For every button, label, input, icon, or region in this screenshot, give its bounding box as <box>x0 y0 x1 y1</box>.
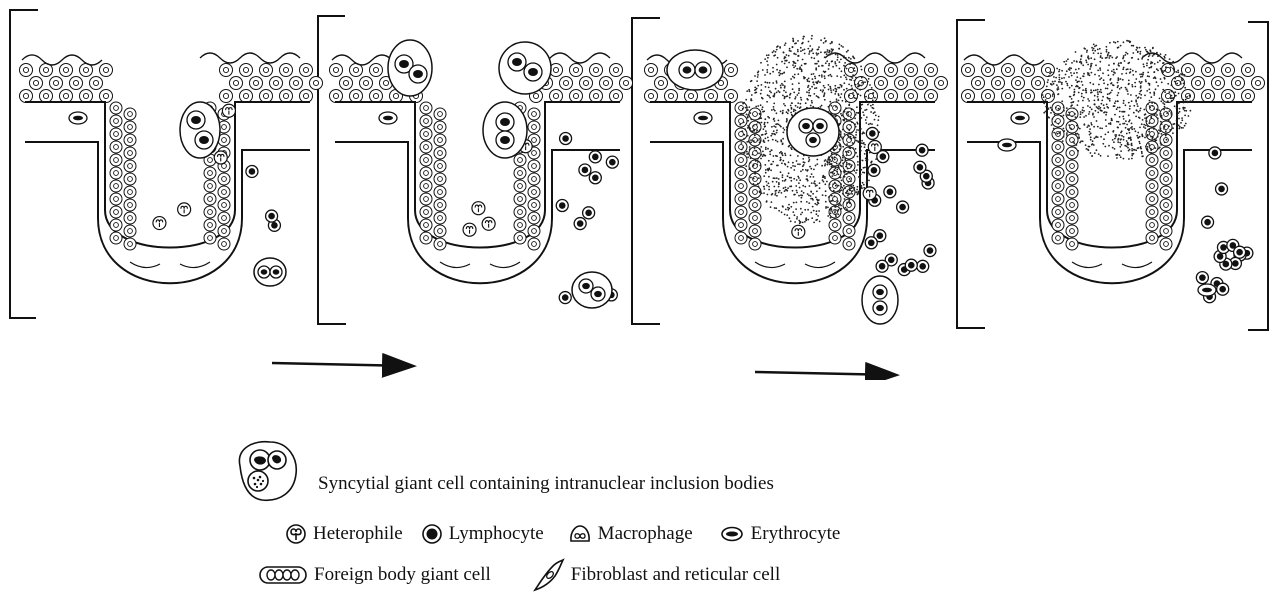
legend-macrophage: Macrophage <box>568 523 693 545</box>
legend-row-2: Heterophile Lymphocyte Macrophage Erythr… <box>285 523 858 545</box>
legend-foreign-body-label: Foreign body giant cell <box>314 564 491 586</box>
stage-1 <box>20 53 323 286</box>
progression-arrows <box>272 363 895 375</box>
stage-panels <box>20 35 1265 324</box>
inflammatory-cells <box>69 102 286 286</box>
fibroblast-icon <box>531 558 565 592</box>
stage-2 <box>330 40 633 308</box>
legend-syncytial-label: Syncytial giant cell containing intranuc… <box>318 473 774 495</box>
legend-lymphocyte: Lymphocyte <box>421 523 544 545</box>
lesion-progression-diagram <box>0 0 1277 380</box>
foreign-body-giant-cell-icon <box>258 564 308 586</box>
legend-syncytial: Syncytial giant cell containing intranuc… <box>232 436 774 504</box>
stage-4 <box>962 40 1265 303</box>
stage-3 <box>645 35 948 324</box>
legend-row-3: Foreign body giant cell Fibroblast and r… <box>258 558 798 592</box>
syncytial-giant-cell-icon <box>232 436 300 504</box>
progression-arrow-2 <box>755 372 895 375</box>
legend-lymphocyte-label: Lymphocyte <box>449 523 544 545</box>
erythrocyte-icon <box>719 524 745 544</box>
legend-macrophage-label: Macrophage <box>598 523 693 545</box>
legend-foreign-body: Foreign body giant cell <box>258 564 491 586</box>
macrophage-icon <box>568 523 592 545</box>
lymphocyte-icon <box>421 523 443 545</box>
legend-fibroblast: Fibroblast and reticular cell <box>531 558 780 592</box>
legend-erythrocyte-label: Erythrocyte <box>751 523 841 545</box>
stage-brackets <box>10 10 1268 330</box>
progression-arrow-1 <box>272 363 412 366</box>
heterophile-icon <box>285 523 307 545</box>
surface-epithelium <box>330 64 633 103</box>
legend-heterophile: Heterophile <box>285 523 403 545</box>
gland-lining <box>1052 102 1172 250</box>
legend-erythrocyte: Erythrocyte <box>719 523 841 545</box>
surface-epithelium <box>20 64 323 103</box>
legend-heterophile-label: Heterophile <box>313 523 403 545</box>
inflammatory-cells <box>998 112 1253 303</box>
legend-fibroblast-label: Fibroblast and reticular cell <box>571 564 780 586</box>
